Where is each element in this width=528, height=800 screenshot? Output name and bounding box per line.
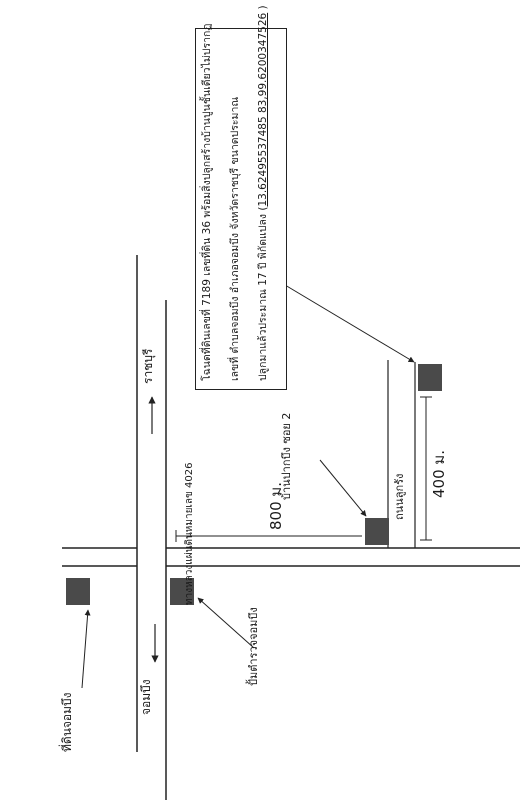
distance-800-label: 800 ม. bbox=[267, 481, 285, 530]
property-marker bbox=[418, 364, 442, 391]
info-line-1: โฉนดที่ดินเลขที่ 7189 เลขที่ดิน 36 พร้อม… bbox=[201, 23, 213, 381]
land-office-marker bbox=[66, 578, 90, 605]
info-line-2: เลขที่ ตำบลจอมบึง อำเภอจอมบึง จังหวัดราช… bbox=[229, 96, 241, 381]
property-info-box: โฉนดที่ดินเลขที่ 7189 เลขที่ดิน 36 พร้อม… bbox=[195, 5, 287, 390]
direction-ratchaburi-label: ราชบุรี bbox=[141, 348, 155, 384]
info-line-3-prefix: ปลูกมาแล้วประมาณ 17 ปี พิกัดแปลง ( bbox=[257, 206, 269, 381]
pointer-property bbox=[284, 284, 415, 363]
pointer-land-office bbox=[81, 609, 91, 689]
highway-label: ทางหลวงแผ่นดินหมายเลข 4026 bbox=[184, 462, 195, 605]
info-line-3: ปลูกมาแล้วประมาณ 17 ปี พิกัดแปลง (13.624… bbox=[257, 5, 269, 381]
laterite-road-label: ถนนลูกรัง bbox=[393, 473, 406, 520]
coordinates-link[interactable]: 13.62495537485 83,99.6200347526 bbox=[257, 12, 269, 207]
gas-station-label: ปั้มตำรวจจอมบึง bbox=[247, 607, 260, 686]
pointer-soi bbox=[319, 459, 367, 517]
info-line-3-suffix: ) bbox=[257, 5, 269, 13]
soi-entrance-marker bbox=[365, 518, 389, 545]
distance-400-label: 400 ม. bbox=[430, 449, 448, 498]
land-office-label: ที่ดินจอมบึง bbox=[60, 692, 74, 752]
gas-station-marker bbox=[170, 578, 194, 605]
pointer-gas-station bbox=[197, 597, 255, 649]
direction-chombueng-label: จอมบึง bbox=[139, 679, 153, 715]
